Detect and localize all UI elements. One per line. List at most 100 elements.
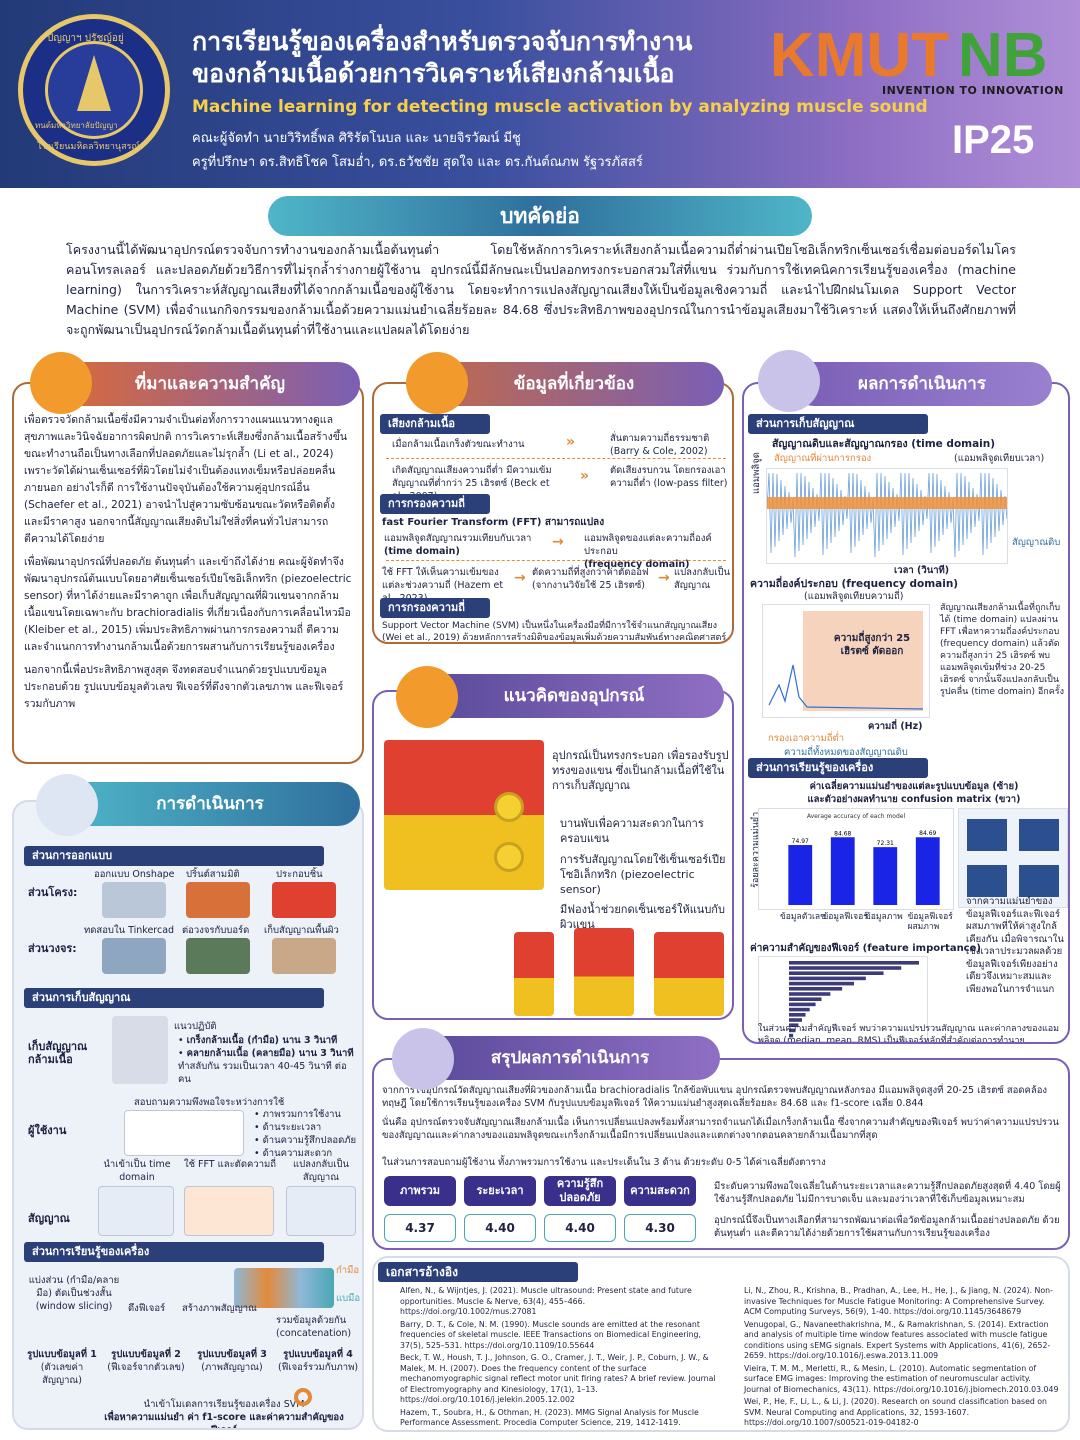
rating-value: 4.30 bbox=[624, 1214, 696, 1242]
survey-form-image bbox=[124, 1110, 244, 1156]
accuracy-bar bbox=[830, 837, 855, 905]
background-paragraph-2: เพื่อพัฒนาอุปกรณ์ที่ปลอดภัย ต้นทุนต่ำ แล… bbox=[24, 556, 352, 653]
results-collect-heading: ส่วนการเก็บสัญญาณ bbox=[748, 414, 928, 434]
accuracy-bar bbox=[915, 837, 940, 905]
tinkercad-image bbox=[102, 938, 166, 974]
background-paragraph-1: เพื่อตรวจวัดกล้ามเนื้อซึ่งมีความจำเป็นต่… bbox=[24, 414, 348, 545]
arrow-icon: → bbox=[552, 534, 564, 550]
feature-importance-bar bbox=[789, 1023, 799, 1027]
onshape-image bbox=[102, 882, 166, 918]
filtered-signal-band bbox=[767, 497, 1007, 509]
accuracy-bar bbox=[788, 845, 813, 905]
feature-importance-bar bbox=[789, 1007, 810, 1012]
print-image bbox=[186, 882, 250, 918]
rating-header: ภาพรวม bbox=[384, 1176, 456, 1206]
reference-item: Zhang, Z., Yang, K., Qian, J., & Zhang, … bbox=[744, 1431, 1060, 1433]
raw-signal-line bbox=[766, 472, 1008, 558]
rating-header: ความรู้สึกปลอดภัย bbox=[544, 1176, 616, 1206]
device-photo bbox=[514, 932, 554, 1016]
rating-header: ระยะเวลา bbox=[464, 1176, 536, 1206]
accuracy-category-label: ข้อมูลฟีเจอร์ bbox=[822, 912, 868, 922]
summary-title: สรุปผลการดำเนินการ bbox=[420, 1036, 720, 1080]
feature-importance-bar bbox=[789, 1028, 796, 1033]
concept-point-2: บานพับเพื่อความสะดวกในการครอบแขน bbox=[560, 817, 704, 845]
authors-block: คณะผู้จัดทำ นายวิริทธิ์พล ศิริรัตโนบล แล… bbox=[192, 131, 643, 170]
time-domain-svg bbox=[766, 472, 1008, 558]
accuracy-chart-title: Average accuracy of each model bbox=[807, 813, 906, 820]
methods-section: ส่วนการออกแบบ ส่วนโครง: ออกแบบ Onshape ป… bbox=[12, 800, 364, 1430]
reference-item: Venugopal, G., Navaneethakrishna, M., & … bbox=[744, 1319, 1051, 1361]
confusion-matrix-grid bbox=[958, 808, 1068, 908]
rating-value: 4.40 bbox=[544, 1214, 616, 1242]
related-heading-svm: การกรองความถี่ bbox=[380, 598, 490, 618]
device-photo bbox=[574, 928, 634, 1016]
sensor-icon bbox=[494, 792, 524, 822]
project-code: IP25 bbox=[952, 118, 1035, 162]
methods-ml-heading: ส่วนการเรียนรู้ของเครื่อง bbox=[24, 1242, 324, 1262]
reference-item: Wei, P., He, F., Li, L., & Li, J. (2020)… bbox=[744, 1397, 1047, 1427]
raw-signal-path bbox=[766, 472, 1008, 558]
accuracy-bar-label: 84.69 bbox=[919, 830, 936, 837]
arrow-icon: → bbox=[658, 570, 670, 586]
background-section: เพื่อตรวจวัดกล้ามเนื้อซึ่งมีความจำเป็นต่… bbox=[12, 382, 364, 764]
arrow-icon: → bbox=[514, 570, 526, 586]
feature-importance-bar bbox=[789, 997, 822, 1001]
logo-tagline: INVENTION TO INNOVATION bbox=[882, 84, 1064, 97]
reference-item: Barry, D. T., & Cole, N. M. (1990). Musc… bbox=[400, 1319, 701, 1350]
assembly-image bbox=[272, 882, 336, 918]
references-left-column: Alfen, N., & Wijntjes, J. (2021). Muscle… bbox=[400, 1286, 716, 1431]
seal-top-text: ปัญญาฯ ปรัชญ์อยู่ bbox=[47, 33, 124, 44]
feature-importance-chart bbox=[758, 956, 928, 1042]
section-bullet-icon bbox=[406, 352, 468, 414]
feature-importance-bar bbox=[789, 966, 902, 970]
reference-item: Alfen, N., & Wijntjes, J. (2021). Muscle… bbox=[400, 1286, 692, 1316]
spectrum-line bbox=[768, 664, 924, 710]
accuracy-bar bbox=[873, 847, 898, 905]
fft-thumb bbox=[184, 1186, 274, 1236]
methods-design-heading: ส่วนการออกแบบ bbox=[24, 846, 324, 866]
reference-item: Vieira, T. M. M., Merletti, R., & Mesin,… bbox=[744, 1363, 1059, 1394]
methods-title: การดำเนินการ bbox=[60, 782, 360, 826]
results-ml-heading: ส่วนการเรียนรู้ของเครื่อง bbox=[748, 758, 928, 778]
poster-header: ปัญญาฯ ปรัชญ์อยู่ ทนต์มหาวิทยาลัยปัญญา โ… bbox=[0, 0, 1080, 188]
feature-importance-bar bbox=[789, 1033, 794, 1038]
references-section: เอกสารอ้างอิง Alfen, N., & Wijntjes, J. … bbox=[372, 1256, 1070, 1432]
kmutnb-logo: KMUT NB bbox=[770, 21, 1048, 90]
accuracy-bar-label: 84.68 bbox=[834, 830, 851, 837]
reference-item: Li, N., Zhou, R., Krishna, B., Pradhan, … bbox=[744, 1286, 1053, 1316]
background-title: ที่มาและความสำคัญ bbox=[60, 362, 360, 406]
concept-point-1: อุปกรณ์เป็นทรงกระบอก เพื่อรองรับรูปทรงขอ… bbox=[552, 749, 729, 792]
section-bullet-icon bbox=[36, 774, 98, 836]
abstract-text: โครงงานนี้ได้พัฒนาอุปกรณ์ตรวจจับการทำงาน… bbox=[66, 242, 1016, 337]
concept-point-4: มีฟองน้ำช่วยกดเซ็นเซอร์ให้แนบกับผิวแขน bbox=[560, 903, 725, 931]
rating-value: 4.40 bbox=[464, 1214, 536, 1242]
related-heading-filter: การกรองความถี่ bbox=[380, 494, 490, 514]
accuracy-category-label: ข้อมูลตัวเลข bbox=[780, 912, 826, 922]
references-right-column: Li, N., Zhou, R., Krishna, B., Pradhan, … bbox=[744, 1286, 1060, 1433]
rating-header: ความสะดวก bbox=[624, 1176, 696, 1206]
rating-value: 4.37 bbox=[384, 1214, 456, 1242]
poster-title-english: Machine learning for detecting muscle ac… bbox=[192, 97, 928, 117]
frequency-domain-chart bbox=[762, 604, 930, 718]
reference-item: Hazem, T., Soubra, H., & Othman, H. (202… bbox=[400, 1407, 699, 1431]
feature-importance-bar bbox=[789, 1013, 806, 1017]
circuit-image bbox=[186, 938, 250, 974]
arrow-icon: » bbox=[566, 434, 576, 450]
colab-logo-icon bbox=[294, 1388, 312, 1406]
feature-importance-bar bbox=[789, 976, 866, 981]
related-heading-sound: เสียงกล้ามเนื้อ bbox=[380, 414, 490, 434]
accuracy-bar-label: 72.31 bbox=[877, 840, 894, 847]
related-title: ข้อมูลที่เกี่ยวข้อง bbox=[424, 362, 724, 406]
feature-importance-bar bbox=[789, 992, 831, 996]
poster-title-thai: การเรียนรู้ของเครื่องสำหรับตรวจจับการทำง… bbox=[192, 27, 693, 88]
seal-mid-text: ทนต์มหาวิทยาลัยปัญญา bbox=[35, 121, 118, 130]
methods-collect-heading: ส่วนการเก็บสัญญาณ bbox=[24, 988, 324, 1008]
abstract-title: บทคัดย่อ bbox=[268, 196, 812, 236]
sensor-icon bbox=[494, 842, 524, 872]
background-paragraph-3: นอกจากนี้เพื่อประสิทธิภาพสูงสุด จึงทดสอบ… bbox=[24, 664, 344, 710]
feature-importance-bar bbox=[789, 971, 884, 975]
concept-point-3: การรับสัญญาณโดยใช้เซ็นเซอร์เปียโซอิเล็กท… bbox=[560, 853, 726, 896]
concept-title: แนวคิดของอุปกรณ์ bbox=[424, 674, 724, 718]
results-section: ส่วนการเก็บสัญญาณ สัญญาณดิบและสัญญาณกรอง… bbox=[742, 382, 1070, 1044]
